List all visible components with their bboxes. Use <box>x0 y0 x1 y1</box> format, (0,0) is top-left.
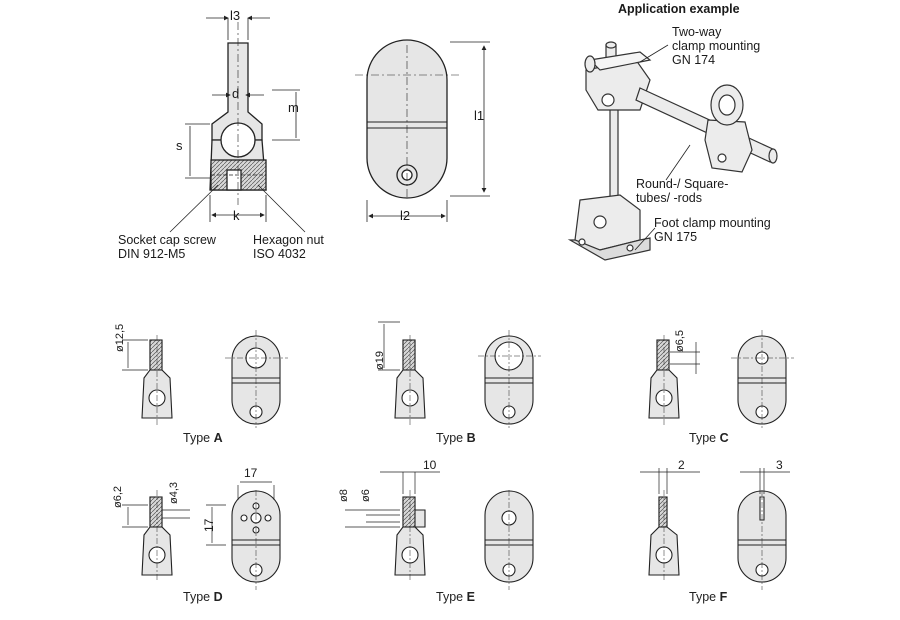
type-c-label: Type C <box>689 431 729 445</box>
dim-m: m <box>288 100 299 115</box>
dim-l2: l2 <box>400 208 411 223</box>
type-d-dim4: 17 <box>202 518 216 532</box>
type-d-label: Type D <box>183 590 223 604</box>
app-two-way-1: Two-way <box>672 25 722 39</box>
type-e-dim1: ø8 <box>338 489 350 502</box>
type-d-drawing <box>122 481 281 590</box>
app-foot-2: GN 175 <box>654 230 698 244</box>
type-d-dim1: ø6,2 <box>112 485 124 508</box>
type-d-dim3: 17 <box>244 466 258 480</box>
type-f-dim2: 3 <box>776 458 783 472</box>
type-e-dim2: ø6 <box>360 489 372 502</box>
type-a-dim: ø12,5 <box>114 323 126 352</box>
dim-s: s <box>176 138 183 153</box>
dim-l3: l3 <box>230 8 241 23</box>
front-dimension-lines <box>366 41 490 222</box>
dim-k: k <box>233 208 240 223</box>
app-tubes-2: tubes/ -rods <box>636 191 703 205</box>
application-title: Application example <box>618 2 740 16</box>
app-tubes-1: Round-/ Square- <box>636 177 729 191</box>
type-c-dim: ø6,5 <box>674 329 686 352</box>
type-b-label: Type B <box>436 431 476 445</box>
main-dimension-lines <box>169 15 306 233</box>
type-f-label: Type F <box>689 590 728 604</box>
dim-d: d <box>232 86 240 101</box>
main-front-view <box>355 39 460 200</box>
dim-l1: l1 <box>474 108 485 123</box>
type-a-label: Type A <box>183 431 223 445</box>
app-foot-1: Foot clamp mounting <box>654 216 771 230</box>
type-f-dim1: 2 <box>678 458 685 472</box>
main-side-view <box>209 22 267 205</box>
callout-hex-nut-spec: ISO 4032 <box>253 247 306 261</box>
type-d-dim2: ø4,3 <box>168 481 180 504</box>
callout-socket-screw-spec: DIN 912-M5 <box>118 247 186 261</box>
type-b-drawing <box>378 321 541 428</box>
app-two-way-3: GN 174 <box>672 53 716 67</box>
type-a-drawing <box>122 330 288 428</box>
callout-hex-nut: Hexagon nut <box>253 233 324 247</box>
callout-socket-screw: Socket cap screw <box>118 233 216 247</box>
type-e-label: Type E <box>436 590 475 604</box>
type-e-drawing <box>345 471 534 590</box>
application-illustration <box>567 41 778 261</box>
app-two-way-2: clamp mounting <box>672 39 761 53</box>
application-leaders <box>634 44 691 251</box>
type-f-drawing <box>640 468 790 590</box>
type-e-dim3: 10 <box>423 458 437 472</box>
type-c-drawing <box>648 330 794 428</box>
type-b-dim: ø19 <box>374 351 386 370</box>
